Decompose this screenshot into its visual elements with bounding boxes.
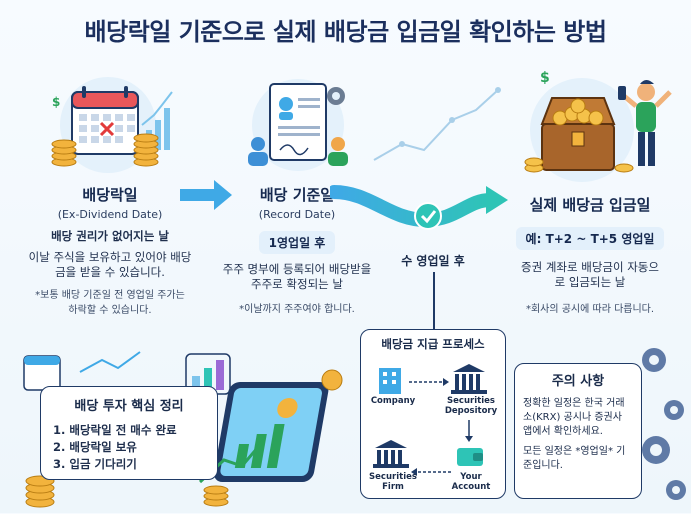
process-title: 배당금 지급 프로세스 bbox=[381, 337, 485, 351]
summary-item-1: 1. 배당락일 전 매수 완료 bbox=[53, 423, 177, 437]
treasure-chest-icon: $ bbox=[512, 62, 682, 182]
process-node-depository: Securities Depository bbox=[444, 396, 498, 416]
step-3-note: *회사의 공시에 따라 다릅니다. bbox=[525, 304, 655, 315]
step-2-note: *이날까지 주주여야 합니다. bbox=[239, 304, 355, 315]
step-2-subtitle: (Record Date) bbox=[258, 208, 336, 221]
process-card: 배당금 지급 프로세스 Company Securities Depositor… bbox=[360, 329, 506, 499]
arrow-right-icon bbox=[178, 178, 234, 212]
step-3-pill: 예: T+2 ~ T+5 영업일 bbox=[515, 227, 665, 250]
caution-card: 주의 사항 정확한 일정은 한국 거래소(KRX) 공시나 증권사 앱에서 확인… bbox=[514, 363, 642, 499]
svg-text:$: $ bbox=[52, 95, 60, 109]
step-1-desc-strong: 배당 권리가 없어지는 날 bbox=[51, 229, 169, 243]
step-2-pill: 1영업일 후 bbox=[258, 231, 336, 254]
summary-item-2: 2. 배당락일 보유 bbox=[53, 440, 137, 454]
caution-text-1: 정확한 일정은 한국 거래소(KRX) 공시나 증권사 앱에서 확인하세요. bbox=[523, 398, 625, 437]
step-3-desc: 증권 계좌로 배당금이 자동으로 입금되는 날 bbox=[521, 260, 659, 289]
step-2-heading: 배당 기준일 bbox=[259, 186, 335, 204]
connector-label: 수 영업일 후 bbox=[401, 254, 465, 268]
step-1-heading: 배당락일 bbox=[82, 186, 138, 204]
calendar-icon: $ bbox=[38, 70, 178, 175]
summary-card: 배당 투자 핵심 정리 1. 배당락일 전 매수 완료 2. 배당락일 보유 3… bbox=[40, 386, 218, 480]
process-node-firm: Securities Firm bbox=[369, 472, 417, 492]
summary-item-3: 3. 입금 기다리기 bbox=[53, 457, 137, 471]
svg-text:$: $ bbox=[540, 70, 550, 86]
step-3-heading: 실제 배당금 입금일 bbox=[529, 196, 651, 214]
step-2-desc: 주주 명부에 등록되어 배당받을 주주로 확정되는 날 bbox=[222, 262, 372, 291]
summary-title: 배당 투자 핵심 정리 bbox=[74, 399, 184, 414]
step-1-subtitle: (Ex-Dividend Date) bbox=[57, 208, 163, 221]
page-title: 배당락일 기준으로 실제 배당금 입금일 확인하는 방법 bbox=[84, 18, 607, 46]
caution-text-2: 모든 일정은 *영업일* 기준입니다. bbox=[523, 446, 626, 471]
document-icon bbox=[240, 70, 360, 175]
wavy-arrow-icon bbox=[327, 178, 510, 240]
trend-line-icon bbox=[372, 80, 502, 170]
summary-illustration bbox=[10, 342, 350, 510]
process-node-account: Your Account bbox=[451, 472, 491, 492]
caution-title: 주의 사항 bbox=[551, 374, 605, 389]
process-node-company: Company bbox=[370, 396, 416, 406]
gear-icon bbox=[626, 340, 690, 510]
connector-line bbox=[433, 272, 435, 330]
step-1-desc: 이날 주식을 보유하고 있어야 배당금을 받을 수 있습니다. bbox=[28, 250, 192, 279]
step-1-note: *보통 배당 기준일 전 영업일 주가는 하락할 수 있습니다. bbox=[35, 290, 185, 316]
